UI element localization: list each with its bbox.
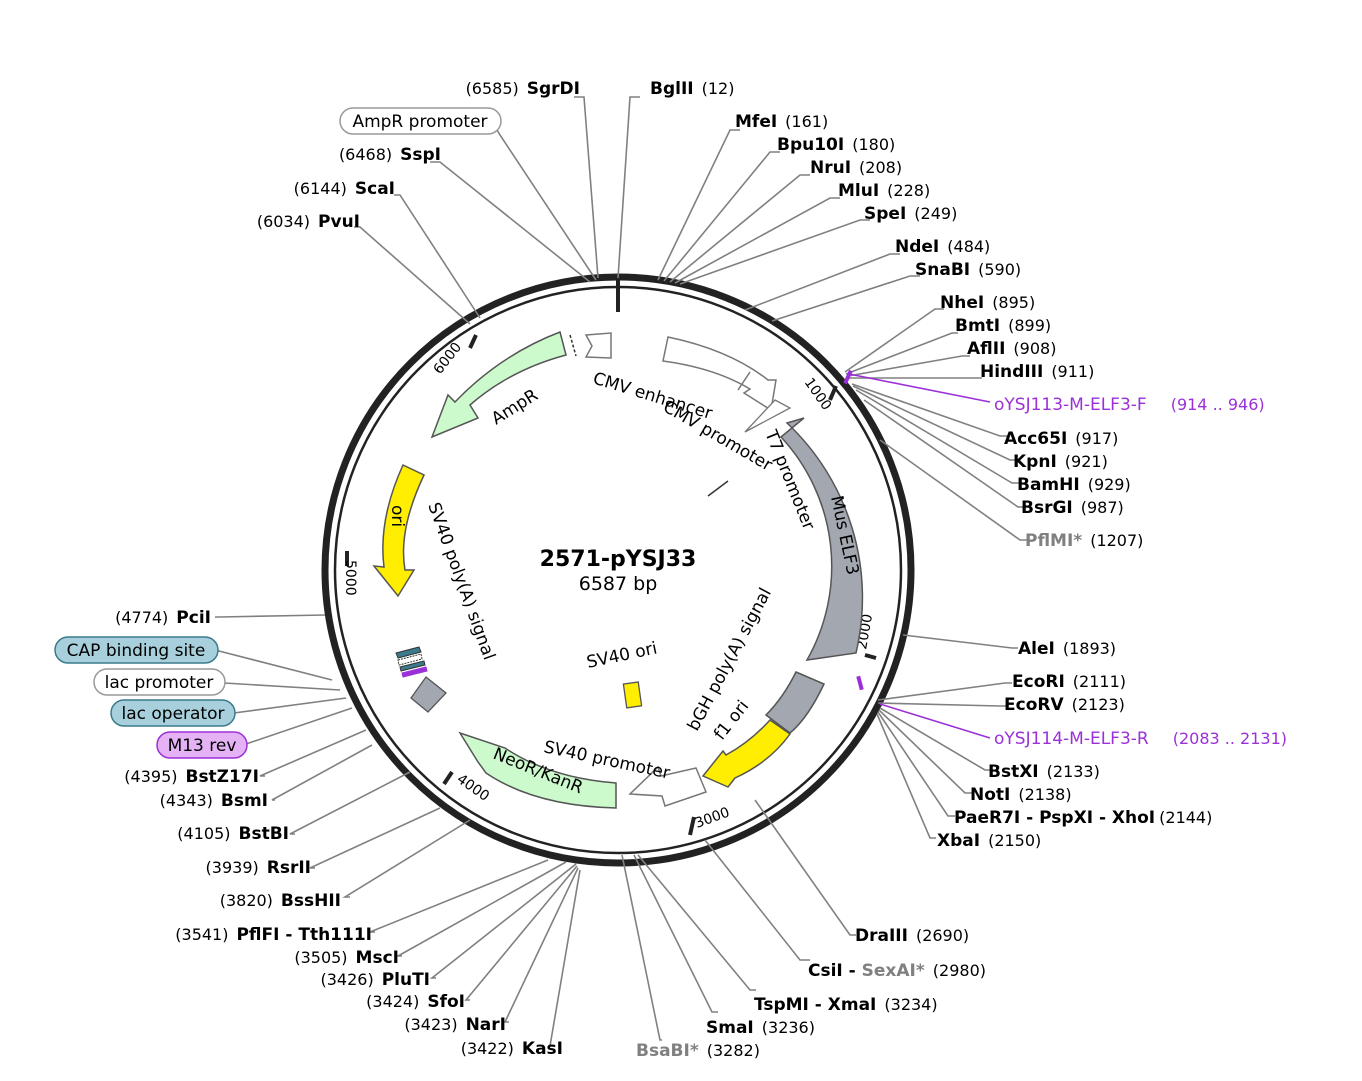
primer-r-line — [879, 703, 991, 739]
site-draiii: DraIII(2690) — [855, 926, 969, 946]
ampr-arrow — [430, 330, 567, 439]
site-sspi: (6468)SspI — [339, 145, 441, 165]
ampr-promoter-box — [339, 107, 502, 135]
sv40-ori-block — [622, 681, 643, 709]
lac-feature-stack — [395, 646, 428, 678]
site-spei: SpeI(249) — [864, 204, 957, 224]
site-kasi: (3422)KasI — [461, 1039, 563, 1059]
site-pluti: (3426)PluTI — [320, 970, 430, 990]
left-leader-lines — [214, 96, 599, 1047]
tick-6000: 6000 — [431, 340, 466, 378]
tick-5000: 5000 — [342, 560, 358, 596]
primer-f-label: oYSJ113-M-ELF3-F(914 .. 946) — [994, 395, 1265, 415]
boxed-feature-labels: AmpR promoter CAP binding site lac promo… — [54, 107, 502, 759]
site-bsshii: (3820)BssHII — [220, 891, 341, 911]
cap-binding-site-box — [54, 636, 219, 664]
site-rsrii: (3939)RsrII — [206, 858, 311, 878]
site-sgrdi: (6585)SgrDI — [466, 79, 580, 99]
neor-kanr-arrow — [458, 731, 617, 809]
site-scai: (6144)ScaI — [294, 179, 395, 199]
sv40-polya-block — [410, 676, 447, 713]
ampr-promoter-label: AmpR promoter — [352, 112, 487, 132]
m13-rev-label: M13 rev — [168, 736, 237, 756]
ruler-ticks — [345, 278, 877, 836]
site-bsabi: BsaBI*(3282) — [636, 1041, 760, 1061]
lac-operator-box — [110, 699, 236, 727]
bgh-polya-block — [764, 671, 826, 734]
label-ampr: AmpR — [488, 385, 542, 429]
primer-f-mark — [843, 369, 853, 385]
right-site-labels: BglII(12) MfeI(161) Bpu10I(180) NruI(208… — [636, 79, 1212, 1061]
lac-promoter-label: lac promoter — [105, 673, 214, 693]
site-nhei: NheI(895) — [940, 293, 1035, 313]
site-bstxi: BstXI(2133) — [988, 762, 1100, 782]
t7-promoter-mark — [707, 480, 729, 497]
site-xbai: XbaI(2150) — [937, 831, 1041, 851]
site-acc65i: Acc65I(917) — [1004, 429, 1118, 449]
primer-r-mark — [856, 675, 864, 691]
site-nrui: NruI(208) — [810, 158, 902, 178]
site-bglii: BglII(12) — [650, 79, 734, 99]
site-ecorv: EcoRV(2123) — [1004, 695, 1125, 715]
site-snabi: SnaBI(590) — [915, 260, 1021, 280]
site-kpni: KpnI(921) — [1013, 452, 1108, 472]
site-bstbi: (4105)BstBI — [177, 824, 289, 844]
site-pcii: (4774)PciI — [115, 608, 211, 628]
plasmid-name: 2571-pYSJ33 — [540, 547, 697, 572]
tick-3000: 3000 — [693, 805, 732, 832]
site-sfoi: (3424)SfoI — [366, 992, 465, 1012]
m13-rev-box — [156, 731, 248, 759]
cap-binding-site-label: CAP binding site — [67, 641, 206, 661]
sv40-promoter-arrow — [628, 765, 708, 807]
site-xmai: TspMI - XmaI(3234) — [754, 995, 938, 1015]
primer-r-label: oYSJ114-M-ELF3-R(2083 .. 2131) — [994, 729, 1287, 749]
site-msci: (3505)MscI — [294, 948, 399, 968]
mus-elf3-gene — [779, 417, 864, 661]
ampr-promoter-arrow — [584, 332, 612, 359]
left-site-labels: (6585)SgrDI (6468)SspI (6144)ScaI (6034)… — [115, 79, 580, 1059]
site-hindiii: HindIII(911) — [980, 362, 1094, 382]
site-bsrgi: BsrGI(987) — [1021, 498, 1124, 518]
site-tth111i: (3541)PflFI - Tth111I — [175, 925, 372, 945]
lac-promoter-box — [93, 668, 226, 696]
site-mfei: MfeI(161) — [735, 112, 828, 132]
site-ndei: NdeI(484) — [895, 237, 990, 257]
label-ori: ori — [387, 505, 407, 527]
site-bstz17i: (4395)BstZ17I — [124, 767, 259, 787]
site-csii: CsiI - SexAI*(2980) — [808, 961, 986, 981]
label-cmv-promoter: CMV promoter — [660, 397, 776, 476]
site-nari: (3423)NarI — [404, 1015, 506, 1035]
right-leader-lines — [617, 96, 1028, 1041]
label-sv40-polya: SV40 poly(A) signal — [423, 500, 499, 663]
site-ecori: EcoRI(2111) — [1012, 672, 1126, 692]
site-bmti: BmtI(899) — [955, 316, 1051, 336]
site-bamhi: BamHI(929) — [1017, 475, 1131, 495]
site-aflii: AflII(908) — [967, 339, 1056, 359]
lac-operator-label: lac operator — [121, 704, 224, 724]
cmv-promoter-arrow — [744, 399, 792, 433]
site-xhoi: PaeR7I - PspXI - XhoI(2144) — [954, 808, 1212, 828]
site-bsmi: (4343)BsmI — [160, 791, 268, 811]
plasmid-length: 6587 bp — [579, 573, 658, 595]
ori-arrow — [372, 463, 425, 598]
site-mlui: MluI(228) — [838, 181, 930, 201]
site-noti: NotI(2138) — [970, 785, 1072, 805]
site-alei: AleI(1893) — [1018, 639, 1116, 659]
f1-ori-arrow — [701, 719, 792, 788]
site-pflmi: PflMI*(1207) — [1025, 531, 1143, 551]
label-sv40-ori: SV40 ori — [585, 638, 659, 672]
tick-4000: 4000 — [454, 771, 492, 805]
site-bpu10i: Bpu10I(180) — [777, 135, 895, 155]
site-smai: SmaI(3236) — [706, 1018, 815, 1038]
site-pvui: (6034)PvuI — [257, 212, 360, 232]
primer-f-line — [848, 373, 991, 403]
